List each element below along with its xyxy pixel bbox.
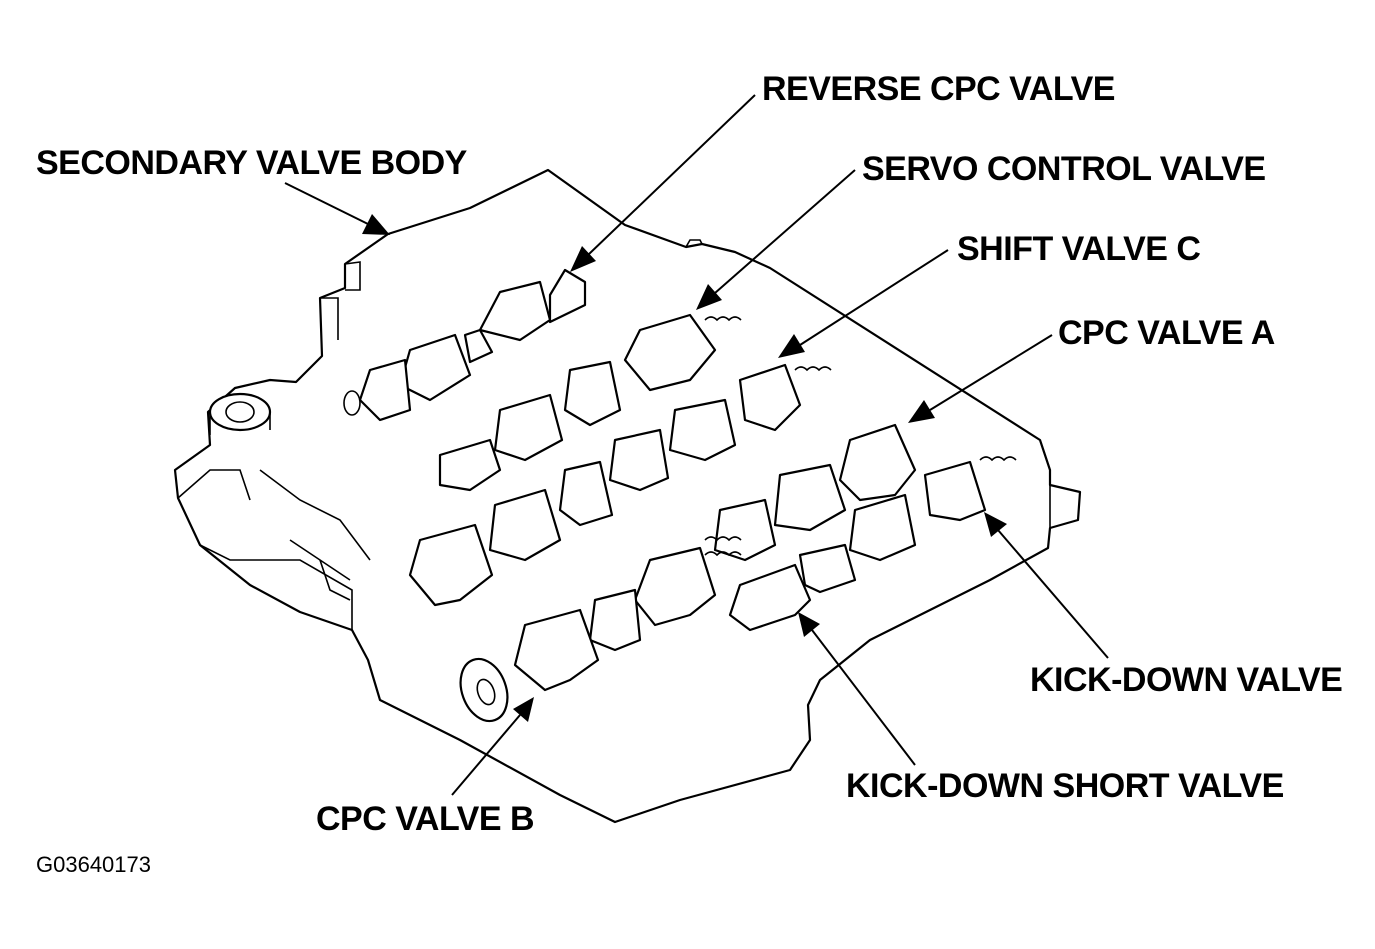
leader-reverse-cpc-valve bbox=[570, 94, 756, 272]
label-kick-down-valve: KICK-DOWN VALVE bbox=[1030, 661, 1343, 699]
kick-down-short-valve-spool bbox=[728, 563, 812, 632]
leader-cpc-valve-a bbox=[908, 334, 1053, 423]
figure-id: G03640173 bbox=[36, 852, 151, 877]
leader-secondary-valve-body bbox=[284, 182, 390, 235]
kick-down-valve-spool bbox=[798, 456, 1017, 594]
label-kick-down-short-valve: KICK-DOWN SHORT VALVE bbox=[846, 767, 1284, 805]
cpc-valve-a-spool bbox=[704, 423, 917, 562]
servo-control-valve-spool bbox=[438, 313, 742, 492]
label-servo-control-valve: SERVO CONTROL VALVE bbox=[862, 150, 1266, 188]
leader-cpc-valve-b bbox=[451, 697, 534, 796]
label-shift-valve-c: SHIFT VALVE C bbox=[957, 230, 1201, 268]
cpc-valve-b-spool bbox=[513, 546, 742, 692]
leader-servo-control-valve bbox=[696, 169, 856, 310]
label-cpc-valve-a: CPC VALVE A bbox=[1058, 314, 1275, 352]
reverse-cpc-valve-spool bbox=[343, 268, 587, 422]
leader-kick-down-valve bbox=[984, 512, 1109, 659]
shift-valve-c-spool bbox=[408, 363, 832, 607]
leader-shift-valve-c bbox=[778, 249, 949, 358]
secondary-valve-body-outline bbox=[173, 168, 1082, 824]
label-secondary-valve-body: SECONDARY VALVE BODY bbox=[36, 144, 467, 182]
label-reverse-cpc-valve: REVERSE CPC VALVE bbox=[762, 70, 1115, 108]
label-cpc-valve-b: CPC VALVE B bbox=[316, 800, 535, 838]
leader-kick-down-short-valve bbox=[798, 612, 916, 766]
